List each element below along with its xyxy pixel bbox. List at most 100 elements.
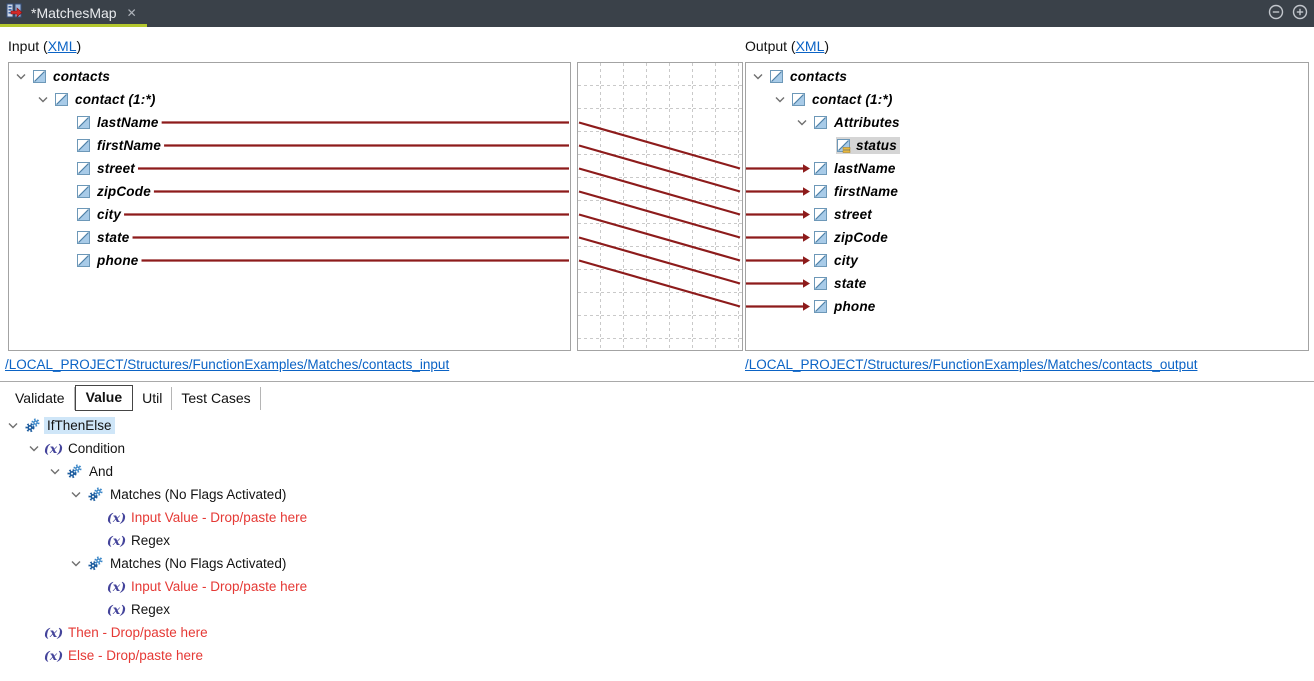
function-node-input[interactable]: (x)Input Value - Drop/paste here	[0, 506, 1314, 529]
expand-all-icon[interactable]	[1292, 4, 1308, 25]
input-node-city[interactable]: city	[9, 203, 570, 226]
input-structure-panel: contacts contact (1:*) lastName firstName st…	[8, 62, 571, 351]
xml-element-icon	[814, 299, 828, 314]
node-label: contact (1:*)	[75, 92, 156, 107]
input-node-contact-1-[interactable]: contact (1:*)	[9, 88, 570, 111]
node-label: contacts	[53, 69, 111, 84]
output-node-firstname[interactable]: firstName	[746, 180, 1308, 203]
output-node-state[interactable]: state	[746, 272, 1308, 295]
titlebar: *MatchesMap ✕	[0, 0, 1314, 27]
function-node-then[interactable]: (x)Then - Drop/paste here	[0, 621, 1314, 644]
output-node-contacts[interactable]: contacts	[746, 65, 1308, 88]
tab-value[interactable]: Value	[74, 385, 134, 411]
output-structure-panel: contacts contact (1:*) Attributes status las…	[745, 62, 1309, 351]
expand-chevron-icon[interactable]	[69, 560, 87, 567]
node-label: state	[97, 230, 130, 245]
node-label: contact (1:*)	[812, 92, 893, 107]
function-node-and[interactable]: And	[0, 460, 1314, 483]
xml-element-icon	[77, 161, 91, 176]
function-node-else[interactable]: (x) Else - Drop/paste here	[0, 644, 1314, 667]
function-gears-icon	[87, 487, 104, 502]
selected-node-highlight[interactable]: status	[836, 137, 900, 154]
input-node-phone[interactable]: phone	[9, 249, 570, 272]
xml-element-icon	[792, 92, 806, 107]
fx-parameter-icon: (x)	[106, 510, 127, 525]
tab-close-icon[interactable]: ✕	[126, 6, 137, 20]
fx-parameter-icon: (x)	[106, 602, 127, 617]
node-label: zipCode	[834, 230, 888, 245]
output-node-lastname[interactable]: lastName	[746, 157, 1308, 180]
fx-parameter-icon: (x)	[43, 625, 64, 640]
output-node-street[interactable]: street	[746, 203, 1308, 226]
xml-element-icon	[814, 230, 828, 245]
output-node-phone[interactable]: phone	[746, 295, 1308, 318]
expand-chevron-icon[interactable]	[772, 96, 792, 103]
document-tab-title: *MatchesMap	[31, 4, 117, 21]
tab-validate[interactable]: Validate	[6, 387, 75, 410]
tab-test-cases[interactable]: Test Cases	[172, 387, 261, 410]
function-node-input[interactable]: (x)Input Value - Drop/paste here	[0, 575, 1314, 598]
function-gears-icon	[66, 464, 83, 479]
node-label: lastName	[834, 161, 896, 176]
xml-element-icon	[77, 115, 91, 130]
output-node-contact-1-[interactable]: contact (1:*)	[746, 88, 1308, 111]
mapping-grid-panel	[577, 62, 743, 351]
function-node-matches[interactable]: Matches (No Flags Activated)	[0, 552, 1314, 575]
function-node-matches[interactable]: Matches (No Flags Activated)	[0, 483, 1314, 506]
expand-chevron-icon[interactable]	[6, 422, 24, 429]
input-node-firstname[interactable]: firstName	[9, 134, 570, 157]
input-xml-link[interactable]: XML	[47, 38, 77, 54]
function-node-regex[interactable]: (x) Regex	[0, 598, 1314, 621]
xml-element-icon	[814, 276, 828, 291]
node-label: lastName	[97, 115, 159, 130]
function-node-label: Regex	[131, 533, 171, 548]
output-xml-link[interactable]: XML	[795, 38, 825, 54]
node-label: status	[856, 138, 897, 153]
xml-element-icon	[814, 207, 828, 222]
input-node-lastname[interactable]: lastName	[9, 111, 570, 134]
xml-attribute-icon	[837, 138, 851, 153]
expand-chevron-icon[interactable]	[48, 468, 66, 475]
tab-util[interactable]: Util	[133, 387, 173, 410]
node-label: street	[97, 161, 135, 176]
input-node-contacts[interactable]: contacts	[9, 65, 570, 88]
expand-chevron-icon[interactable]	[27, 445, 45, 452]
function-node-condition[interactable]: (x)Condition	[0, 437, 1314, 460]
collapse-all-icon[interactable]	[1268, 4, 1284, 25]
expand-chevron-icon[interactable]	[35, 96, 55, 103]
node-label: state	[834, 276, 867, 291]
output-node-attributes[interactable]: Attributes	[746, 111, 1308, 134]
input-node-street[interactable]: street	[9, 157, 570, 180]
input-structure-link[interactable]: /LOCAL_PROJECT/Structures/FunctionExampl…	[5, 357, 450, 372]
expand-chevron-icon[interactable]	[750, 73, 770, 80]
node-label: Attributes	[834, 115, 900, 130]
expand-chevron-icon[interactable]	[13, 73, 33, 80]
xml-element-icon	[77, 138, 91, 153]
node-label: city	[97, 207, 122, 222]
function-node-regex[interactable]: (x)Regex	[0, 529, 1314, 552]
function-node-label: Matches (No Flags Activated)	[110, 556, 287, 571]
output-structure-link[interactable]: /LOCAL_PROJECT/Structures/FunctionExampl…	[745, 357, 1198, 372]
node-label: phone	[834, 299, 876, 314]
expand-chevron-icon[interactable]	[69, 491, 87, 498]
input-node-state[interactable]: state	[9, 226, 570, 249]
function-node-label: Condition	[68, 441, 126, 456]
output-node-status[interactable]: status	[746, 134, 1308, 157]
xml-element-icon	[77, 230, 91, 245]
function-node-ifthenelse[interactable]: IfThenElse	[0, 414, 1314, 437]
input-node-zipcode[interactable]: zipCode	[9, 180, 570, 203]
document-tab-matchesmap[interactable]: *MatchesMap ✕	[0, 0, 147, 27]
output-node-zipcode[interactable]: zipCode	[746, 226, 1308, 249]
fx-parameter-icon: (x)	[43, 648, 64, 663]
function-node-label: Else - Drop/paste here	[68, 648, 204, 663]
xml-element-icon	[814, 184, 828, 199]
output-pane-header: Output (XML)	[745, 38, 830, 54]
function-node-label: Regex	[131, 602, 171, 617]
mapping-document-icon	[6, 3, 23, 24]
expand-chevron-icon[interactable]	[794, 119, 814, 126]
xml-element-icon	[33, 69, 47, 84]
output-node-city[interactable]: city	[746, 249, 1308, 272]
